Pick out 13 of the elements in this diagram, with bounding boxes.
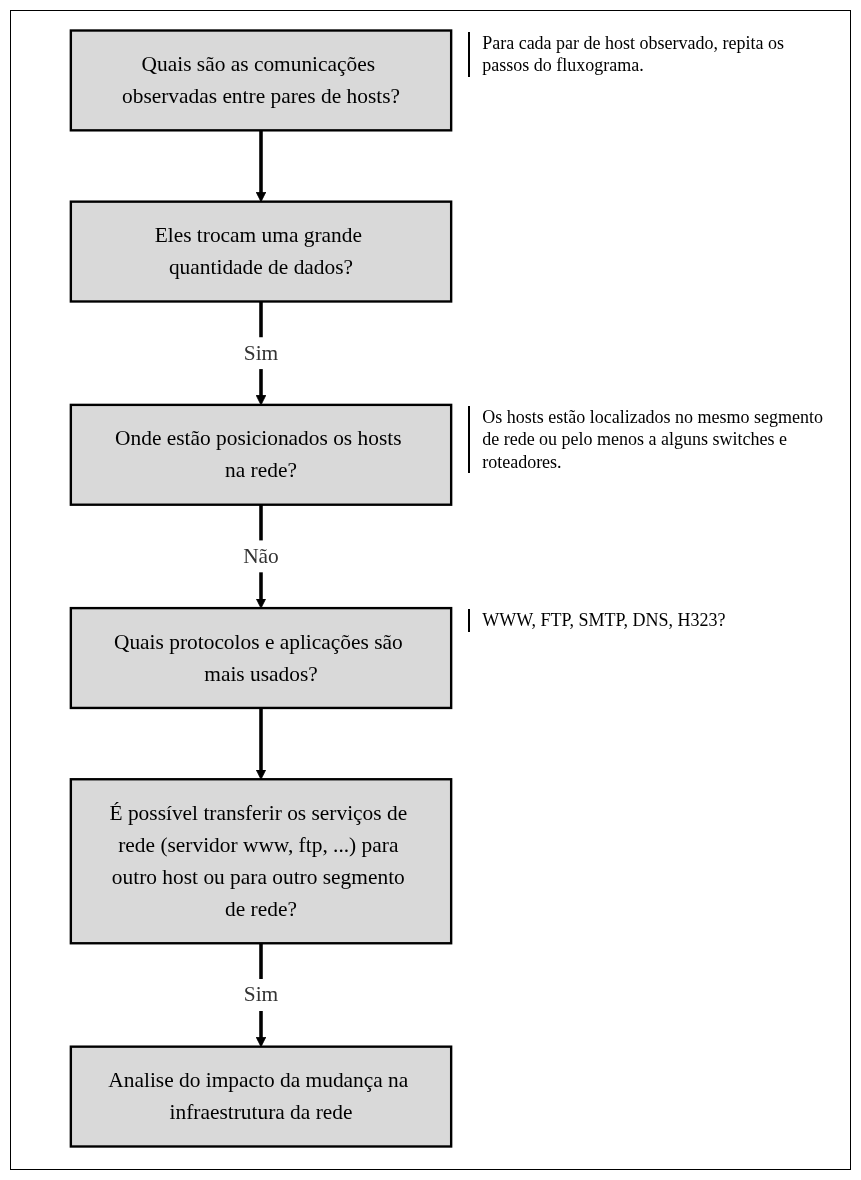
edge-label: Não [243, 543, 279, 568]
node-box: Quais protocolos e aplicações são mais usados? [69, 606, 453, 710]
node-box: É possível transferir os serviços de rede (servidor www, ftp, ...) para outro host ou para outro segmento de rede? [69, 778, 453, 945]
edge-label: Sim [243, 340, 279, 365]
edge-label: Sim [243, 982, 279, 1007]
side-note: Para cada par de host observado, repita os passos do fluxograma. [468, 31, 831, 77]
side-note: WWW, FTP, SMTP, DNS, H323? [468, 609, 831, 632]
node-box: Analise do impacto da mudança na infraestrutura da rede [69, 1045, 453, 1148]
side-note: Os hosts estão localizados no mesmo segmento de rede ou pelo menos a alguns switches e roteadores. [468, 405, 831, 474]
node-box: Quais são as comunicações observadas entre pares de hosts? [69, 29, 453, 132]
arrow [255, 707, 267, 780]
node-box: Eles trocam uma grande quantidade de dados? [69, 200, 453, 303]
node-box: Onde estão posicionados os hosts na rede? [69, 403, 453, 506]
